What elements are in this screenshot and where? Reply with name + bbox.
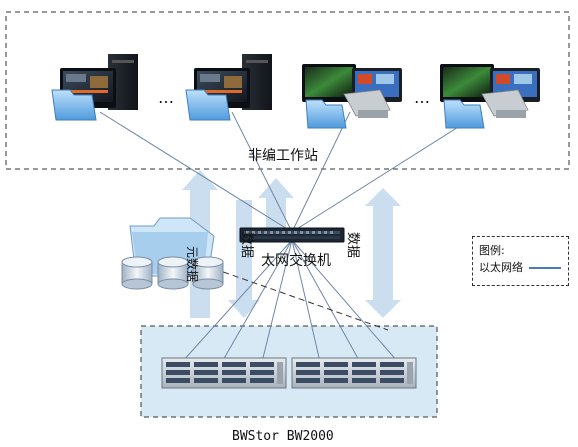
- workstation-3: [302, 64, 402, 129]
- ethernet-links-bottom: [181, 239, 399, 363]
- legend: 图例: 以太网络: [472, 236, 569, 286]
- data-arrow-right: [365, 188, 401, 318]
- legend-ethernet-label: 以太网络: [479, 261, 523, 274]
- storage-label: BWStor BW2000: [232, 429, 334, 444]
- workstation-2: [185, 54, 272, 121]
- workstation-1: [51, 54, 138, 121]
- data-arrow-left-down: [228, 200, 260, 318]
- ellipsis-right: …: [414, 88, 430, 107]
- storage-server-1: [161, 357, 287, 389]
- ellipsis-left: …: [158, 88, 174, 107]
- database-icon-2: [157, 256, 189, 290]
- legend-ethernet-line: [529, 266, 561, 269]
- metadata-link: [194, 261, 389, 331]
- workstation-4: [440, 64, 540, 129]
- data-label-right: 数据: [345, 232, 360, 258]
- legend-row-ethernet: 以太网络: [479, 259, 562, 276]
- database-icon-3: [192, 256, 224, 290]
- storage-server-2: [291, 357, 417, 389]
- database-icon-1: [121, 256, 153, 290]
- ethernet-switch: [239, 227, 345, 243]
- metadata-label: 元数据: [185, 246, 200, 282]
- data-label-left: 数据: [239, 232, 254, 258]
- workstation-group-label: 非编工作站: [248, 148, 318, 164]
- switch-label: 太网交换机: [261, 252, 331, 269]
- legend-title: 图例:: [479, 244, 505, 257]
- workstation-region: [5, 11, 570, 170]
- ethernet-links-top: [99, 111, 483, 233]
